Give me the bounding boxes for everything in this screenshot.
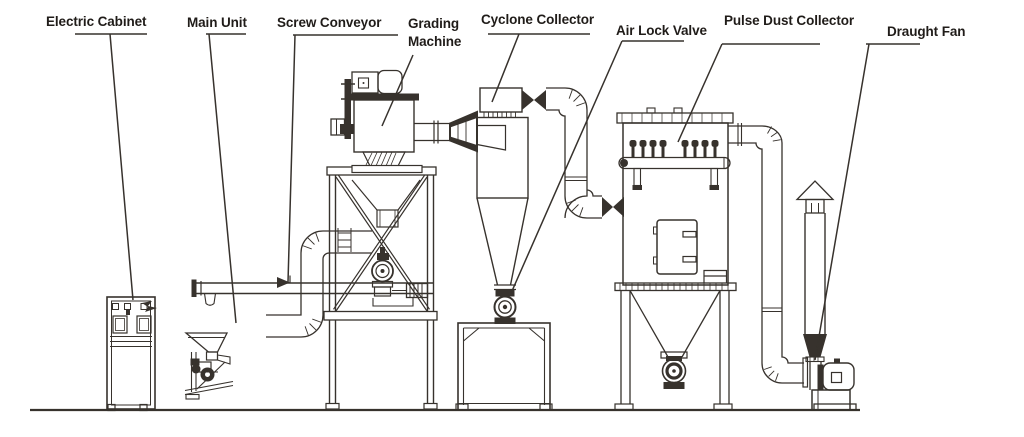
grading-tower-drawing: [323, 166, 438, 410]
label-cyclone-collector: Cyclone Collector: [481, 12, 595, 27]
leader-pulse-dust-collector: [677, 43, 820, 143]
leader-grading-machine: [381, 54, 414, 127]
feeder-hopper-drawing: [184, 332, 234, 400]
electric-cabinet-drawing: [106, 296, 157, 412]
air-manifold: [618, 156, 731, 170]
screw-conveyor-drawing: [191, 275, 433, 306]
leader-lines: [75, 33, 920, 361]
pulse-dust-collector-drawing: [614, 107, 737, 411]
rain-cap: [795, 180, 835, 201]
pulse-valves: [629, 140, 719, 157]
flow-arrow: [522, 90, 534, 110]
draught-fan-drawing: [811, 358, 857, 411]
leader-electric-cabinet: [75, 33, 147, 301]
label-screw-conveyor: Screw Conveyor: [277, 15, 382, 30]
collector-outlet-duct: [728, 123, 809, 388]
label-main-unit: Main Unit: [187, 15, 247, 30]
leader-air-lock-valve: [511, 40, 684, 292]
cyclone-cone: [476, 197, 529, 286]
tower-ladder: [337, 228, 352, 252]
label-draught-fan: Draught Fan: [887, 24, 966, 39]
leader-cyclone-collector: [488, 33, 590, 103]
leader-draught-fan: [814, 43, 920, 361]
label-pulse-dust-collector: Pulse Dust Collector: [724, 13, 855, 28]
label-electric-cabinet: Electric Cabinet: [46, 14, 147, 29]
leader-main-unit: [206, 33, 246, 324]
grading-machine-drawing: [330, 69, 478, 174]
flow-arrow: [613, 197, 624, 217]
flow-arrow: [534, 90, 546, 110]
cyclone-outlet-duct: [546, 87, 624, 219]
cabinet-marker: [142, 301, 157, 312]
mill-riser-duct: [266, 230, 372, 338]
fan-motor: [822, 362, 855, 391]
stack-reducer: [803, 334, 827, 357]
label-grading-machine: Grading Machine: [408, 16, 462, 49]
label-air-lock-valve: Air Lock Valve: [616, 23, 707, 38]
leader-screw-conveyor: [287, 34, 398, 283]
chimney-stack-drawing: [795, 180, 835, 390]
flow-arrow: [602, 197, 613, 217]
cyclone-collector-drawing: [455, 87, 553, 411]
flow-arrow: [277, 277, 290, 288]
access-door: [656, 219, 698, 275]
